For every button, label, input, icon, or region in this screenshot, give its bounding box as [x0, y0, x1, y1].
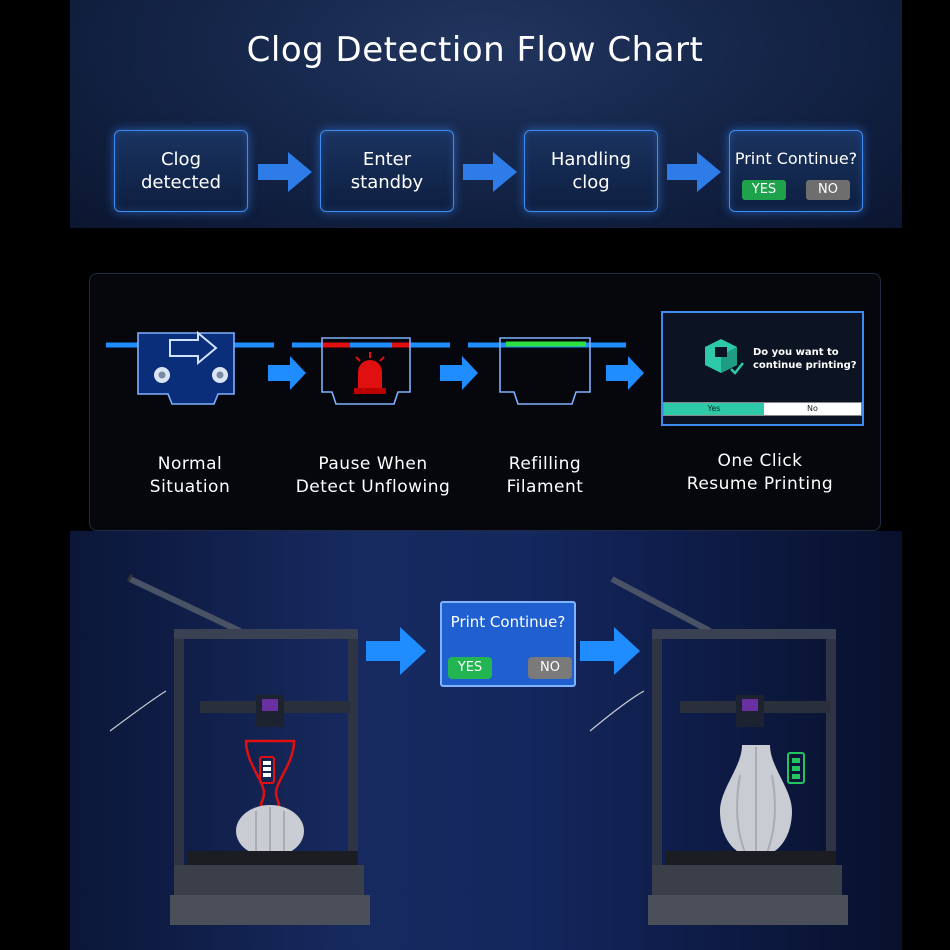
- flow-prompt-label: Print Continue?: [734, 149, 858, 168]
- screen-no-button: No: [764, 403, 861, 415]
- arrow-right-icon: [606, 356, 644, 390]
- no-button: NO: [806, 180, 850, 200]
- stage-label-normal: Normal Situation: [149, 454, 231, 497]
- flow-step-enter-standby: Enter standby: [320, 130, 454, 212]
- screen-yes-button: Yes: [664, 403, 764, 415]
- flow-step-print-continue: Print Continue? YES NO: [729, 130, 863, 212]
- stage-label-refill: Refilling Filament: [506, 454, 584, 497]
- print-continue-dialog: Print Continue? YES NO: [440, 601, 576, 687]
- printer-left-image: [109, 574, 370, 925]
- alarm-nozzle-icon: [292, 337, 450, 405]
- resume-screen: Do you want to continue printing? Yes No: [661, 311, 864, 426]
- normal-nozzle-icon: [106, 330, 274, 405]
- arrow-right-icon: [258, 152, 312, 192]
- arrow-right-icon: [440, 356, 478, 390]
- resume-question: Do you want to continue printing?: [753, 347, 857, 371]
- flow-step-clog-detected: Clog detected: [114, 130, 248, 212]
- dialog-no-button: NO: [528, 657, 572, 679]
- arrow-right-icon: [268, 356, 306, 390]
- stage-label-resume: One Click Resume Printing: [686, 451, 834, 494]
- page-title: Clog Detection Flow Chart: [246, 30, 704, 70]
- printer-right-image: [589, 576, 848, 925]
- arrow-right-icon: [667, 152, 721, 192]
- arrow-right-icon: [463, 152, 517, 192]
- stage-label-pause: Pause When Detect Unflowing: [295, 454, 451, 497]
- refill-nozzle-icon: [468, 337, 626, 405]
- printer-illustration: [109, 574, 848, 925]
- flow-step-handling-clog: Handling clog: [524, 130, 658, 212]
- yes-button: YES: [742, 180, 786, 200]
- stages-diagram: [106, 330, 644, 405]
- arrow-right-icon: [580, 627, 640, 675]
- arrow-right-icon: [366, 627, 426, 675]
- printer-cube-icon: [705, 339, 744, 375]
- dialog-yes-button: YES: [448, 657, 492, 679]
- dialog-title: Print Continue?: [450, 613, 566, 631]
